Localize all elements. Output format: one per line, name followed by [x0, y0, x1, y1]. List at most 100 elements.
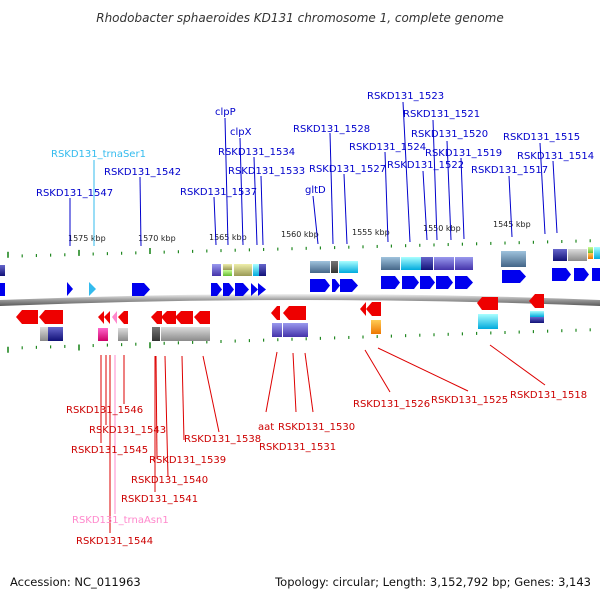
gene-label[interactable]: gltD: [305, 185, 326, 196]
gene-label[interactable]: RSKD131_1528: [293, 124, 370, 135]
feature-box[interactable]: [339, 261, 358, 273]
gene-arrow-forward[interactable]: [251, 283, 258, 296]
gene-arrow-reverse[interactable]: [283, 306, 306, 320]
gene-label[interactable]: RSKD131_1531: [259, 442, 336, 453]
gene-arrow-forward[interactable]: [574, 268, 589, 281]
feature-box[interactable]: [253, 264, 259, 276]
gene-label[interactable]: RSKD131_1517: [471, 165, 548, 176]
gene-label[interactable]: RSKD131_1543: [89, 425, 166, 436]
gene-label[interactable]: RSKD131_1541: [121, 494, 198, 505]
gene-arrow-reverse[interactable]: [271, 306, 280, 320]
feature-box[interactable]: [455, 257, 473, 270]
feature-box[interactable]: [478, 314, 498, 329]
gene-label[interactable]: clpP: [215, 107, 236, 118]
gene-arrow-forward[interactable]: [67, 282, 73, 296]
gene-arrow-forward[interactable]: [89, 282, 96, 296]
gene-arrow-forward[interactable]: [310, 279, 330, 292]
gene-label[interactable]: RSKD131_trnaAsn1: [72, 515, 169, 526]
gene-arrow-forward[interactable]: [420, 276, 435, 289]
gene-label[interactable]: RSKD131_1525: [431, 395, 508, 406]
gene-label[interactable]: RSKD131_1546: [66, 405, 143, 416]
gene-label[interactable]: RSKD131_1545: [71, 445, 148, 456]
gene-label[interactable]: RSKD131_1520: [411, 129, 488, 140]
gene-arrow-forward[interactable]: [0, 283, 5, 296]
gene-arrow-forward[interactable]: [502, 270, 526, 283]
gene-label[interactable]: RSKD131_1519: [425, 148, 502, 159]
feature-box[interactable]: [212, 264, 221, 276]
gene-label[interactable]: RSKD131_1540: [131, 475, 208, 486]
gene-label[interactable]: aat: [258, 422, 274, 433]
feature-box[interactable]: [594, 247, 600, 259]
feature-box[interactable]: [381, 257, 400, 270]
gene-label[interactable]: RSKD131_1518: [510, 390, 587, 401]
feature-box[interactable]: [331, 261, 338, 273]
gene-arrow-reverse[interactable]: [112, 311, 117, 324]
feature-box[interactable]: [310, 261, 330, 273]
feature-box[interactable]: [0, 265, 5, 276]
feature-box[interactable]: [98, 328, 108, 341]
feature-box[interactable]: [588, 253, 593, 259]
gene-label[interactable]: RSKD131_1544: [76, 536, 153, 547]
gene-arrow-reverse[interactable]: [161, 311, 176, 324]
gene-arrow-forward[interactable]: [235, 283, 249, 296]
gene-arrow-reverse[interactable]: [194, 311, 210, 324]
feature-box[interactable]: [152, 327, 160, 341]
gene-label[interactable]: RSKD131_1537: [180, 187, 257, 198]
gene-arrow-forward[interactable]: [211, 283, 222, 296]
gene-label[interactable]: RSKD131_1524: [349, 142, 426, 153]
gene-label[interactable]: RSKD131_1523: [367, 91, 444, 102]
feature-box[interactable]: [501, 251, 526, 267]
feature-box[interactable]: [371, 320, 381, 334]
gene-arrow-reverse[interactable]: [529, 294, 544, 308]
feature-box[interactable]: [434, 257, 454, 270]
gene-arrow-forward[interactable]: [258, 283, 266, 296]
gene-arrow-forward[interactable]: [381, 276, 400, 289]
feature-box[interactable]: [530, 311, 544, 317]
feature-box[interactable]: [553, 249, 567, 261]
gene-arrow-forward[interactable]: [455, 276, 473, 289]
gene-label[interactable]: RSKD131_1542: [104, 167, 181, 178]
gene-arrow-forward[interactable]: [332, 279, 340, 292]
feature-box[interactable]: [568, 249, 587, 261]
gene-arrow-reverse[interactable]: [360, 302, 366, 316]
gene-arrow-reverse[interactable]: [118, 311, 128, 324]
gene-arrow-forward[interactable]: [402, 276, 419, 289]
feature-box[interactable]: [118, 328, 128, 341]
gene-arrow-forward[interactable]: [340, 279, 358, 292]
gene-arrow-forward[interactable]: [436, 276, 453, 289]
gene-label[interactable]: RSKD131_1530: [278, 422, 355, 433]
gene-arrow-reverse[interactable]: [175, 311, 193, 324]
feature-box[interactable]: [588, 247, 593, 253]
gene-arrow-reverse[interactable]: [477, 297, 498, 310]
gene-label[interactable]: RSKD131_1514: [517, 151, 594, 162]
gene-label[interactable]: RSKD131_1547: [36, 188, 113, 199]
gene-arrow-reverse[interactable]: [151, 311, 162, 324]
gene-label[interactable]: RSKD131_1533: [228, 166, 305, 177]
gene-label[interactable]: RSKD131_1538: [184, 434, 261, 445]
feature-box[interactable]: [48, 327, 63, 341]
gene-arrow-reverse[interactable]: [16, 310, 38, 324]
gene-label[interactable]: RSKD131_1526: [353, 399, 430, 410]
gene-label[interactable]: RSKD131_1521: [403, 109, 480, 120]
gene-label[interactable]: RSKD131_1515: [503, 132, 580, 143]
gene-arrow-forward[interactable]: [223, 283, 234, 296]
gene-label[interactable]: RSKD131_1522: [387, 160, 464, 171]
gene-arrow-forward[interactable]: [592, 268, 600, 281]
feature-box[interactable]: [401, 257, 421, 270]
feature-box[interactable]: [223, 270, 232, 276]
gene-arrow-forward[interactable]: [552, 268, 571, 281]
feature-box[interactable]: [223, 264, 232, 270]
feature-box[interactable]: [40, 327, 48, 341]
gene-label[interactable]: RSKD131_1539: [149, 455, 226, 466]
gene-arrow-forward[interactable]: [132, 283, 150, 296]
feature-box[interactable]: [272, 323, 282, 337]
gene-label[interactable]: clpX: [230, 127, 252, 138]
feature-box[interactable]: [234, 264, 252, 276]
gene-arrow-reverse[interactable]: [98, 311, 104, 324]
gene-label[interactable]: RSKD131_trnaSer1: [51, 149, 146, 160]
feature-box[interactable]: [421, 257, 433, 270]
feature-box[interactable]: [161, 327, 210, 341]
feature-box[interactable]: [530, 317, 544, 323]
gene-arrow-reverse[interactable]: [104, 311, 110, 324]
feature-box[interactable]: [283, 323, 308, 337]
